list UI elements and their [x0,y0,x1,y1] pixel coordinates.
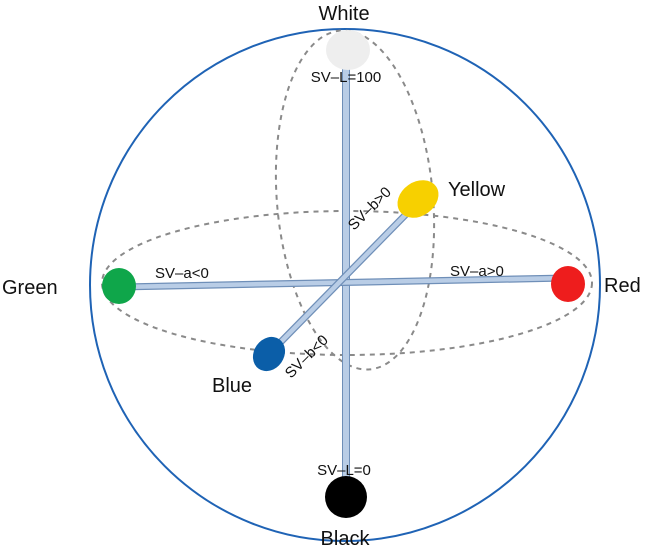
yellow-ball [397,180,439,218]
b-pos-label: SV–b>0 [345,184,395,234]
white-label: White [318,3,369,25]
l-min-label: SV–L=0 [317,462,371,479]
red-ball [551,266,585,302]
b-neg-label: SV–b<0 [282,332,332,382]
a-pos-label: SV–a>0 [450,263,504,280]
red-label: Red [604,275,641,297]
blue-label: Blue [212,375,252,397]
blue-ball [252,336,286,372]
black-label: Black [321,528,371,550]
sphere-outline [89,28,601,542]
white-ball [326,30,370,70]
black-ball [325,476,367,518]
green-label: Green [2,277,58,299]
green-ball [102,268,136,304]
b-axis [265,197,423,358]
l-max-label: SV–L=100 [311,69,381,86]
a-neg-label: SV–a<0 [155,265,209,282]
yellow-label: Yellow [448,179,506,201]
